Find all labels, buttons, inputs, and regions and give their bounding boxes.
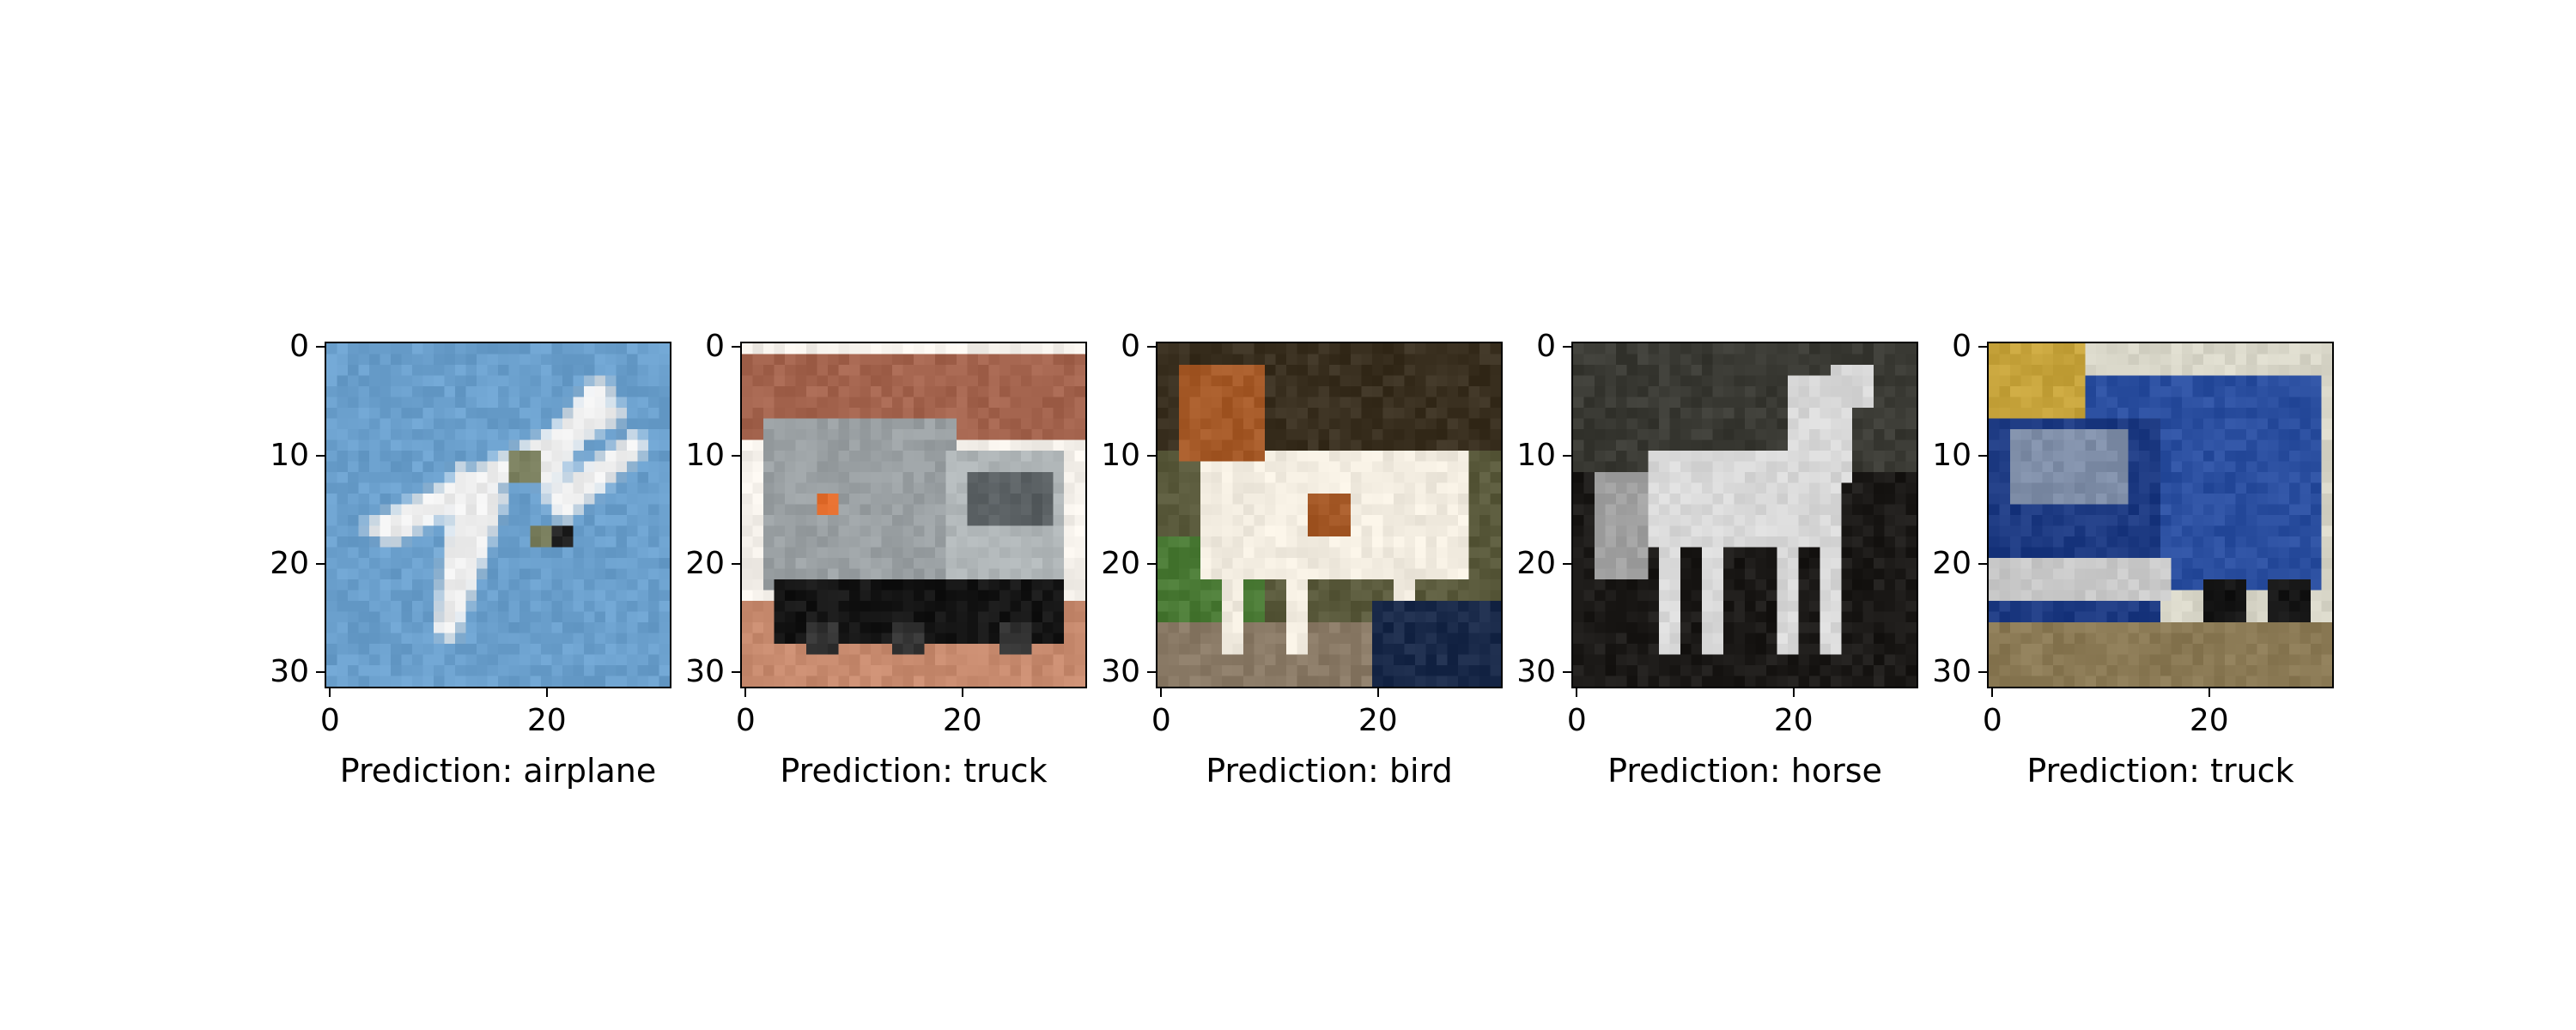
- y-tick-label: 0: [1504, 331, 1556, 362]
- thumbnail-image: [740, 342, 1087, 688]
- y-tick-label: 30: [258, 657, 309, 688]
- x-tick-label: 0: [1542, 706, 1611, 736]
- x-tick: [744, 688, 746, 697]
- x-tick-label: 20: [928, 706, 997, 736]
- y-tick: [1978, 455, 1987, 457]
- y-tick: [316, 346, 325, 348]
- y-tick: [732, 671, 740, 673]
- y-tick: [1563, 346, 1571, 348]
- prediction-caption: Prediction: airplane: [292, 754, 704, 788]
- y-tick: [732, 455, 740, 457]
- y-tick-label: 0: [1089, 331, 1140, 362]
- thumbnail-pixels: [1989, 343, 2332, 687]
- thumbnail-pixels: [1157, 343, 1501, 687]
- y-tick-label: 30: [1920, 657, 1971, 688]
- y-tick: [1563, 455, 1571, 457]
- prediction-caption: Prediction: truck: [708, 754, 1120, 788]
- y-tick-label: 30: [1089, 657, 1140, 688]
- x-tick-label: 0: [295, 706, 364, 736]
- y-tick-label: 20: [1920, 548, 1971, 579]
- thumbnail-image: [325, 342, 671, 688]
- y-tick: [316, 563, 325, 565]
- thumbnail-image: [1571, 342, 1918, 688]
- y-tick-label: 20: [1089, 548, 1140, 579]
- x-tick: [962, 688, 963, 697]
- thumbnail-image: [1987, 342, 2334, 688]
- prediction-caption: Prediction: horse: [1539, 754, 1951, 788]
- x-tick-label: 20: [2175, 706, 2244, 736]
- prediction-caption: Prediction: bird: [1123, 754, 1535, 788]
- y-tick: [1978, 346, 1987, 348]
- x-tick: [2208, 688, 2210, 697]
- y-tick-label: 0: [1920, 331, 1971, 362]
- y-tick-label: 10: [1089, 440, 1140, 471]
- y-tick-label: 30: [1504, 657, 1556, 688]
- y-tick: [1147, 671, 1156, 673]
- thumbnail-pixels: [326, 343, 670, 687]
- thumbnail-pixels: [742, 343, 1085, 687]
- x-tick: [1160, 688, 1162, 697]
- x-tick: [1793, 688, 1795, 697]
- y-tick: [732, 346, 740, 348]
- y-tick: [1978, 563, 1987, 565]
- y-tick-label: 20: [258, 548, 309, 579]
- y-tick-label: 10: [258, 440, 309, 471]
- y-tick-label: 20: [1504, 548, 1556, 579]
- y-tick: [1563, 671, 1571, 673]
- x-tick: [329, 688, 331, 697]
- y-tick: [732, 563, 740, 565]
- prediction-caption: Prediction: truck: [1954, 754, 2366, 788]
- y-tick-label: 10: [1504, 440, 1556, 471]
- y-tick: [1147, 563, 1156, 565]
- x-tick-label: 20: [513, 706, 581, 736]
- x-tick: [546, 688, 548, 697]
- x-tick: [1991, 688, 1993, 697]
- thumbnail-image: [1156, 342, 1503, 688]
- y-tick-label: 30: [673, 657, 725, 688]
- thumbnail-pixels: [1573, 343, 1917, 687]
- x-tick-label: 20: [1344, 706, 1413, 736]
- y-tick-label: 0: [258, 331, 309, 362]
- y-tick: [316, 671, 325, 673]
- y-tick-label: 0: [673, 331, 725, 362]
- x-tick-label: 0: [1958, 706, 2026, 736]
- x-tick: [1377, 688, 1379, 697]
- y-tick-label: 10: [673, 440, 725, 471]
- y-tick-label: 10: [1920, 440, 1971, 471]
- y-tick: [1147, 346, 1156, 348]
- x-tick-label: 20: [1759, 706, 1828, 736]
- y-tick: [1147, 455, 1156, 457]
- x-tick: [1576, 688, 1577, 697]
- y-tick: [316, 455, 325, 457]
- y-tick: [1563, 563, 1571, 565]
- y-tick-label: 20: [673, 548, 725, 579]
- x-tick-label: 0: [1127, 706, 1195, 736]
- x-tick-label: 0: [711, 706, 780, 736]
- y-tick: [1978, 671, 1987, 673]
